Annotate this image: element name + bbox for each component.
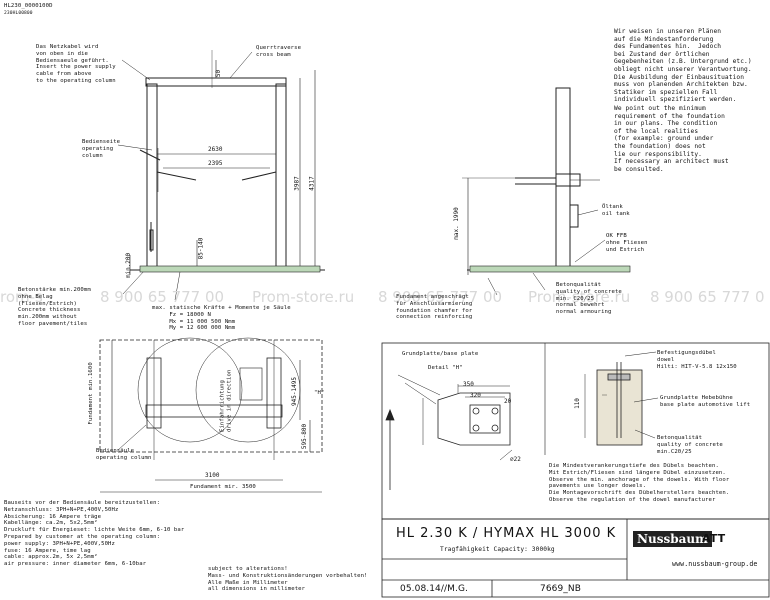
detail-h-title: Detail "H": [428, 365, 463, 371]
foundation-3500-label: Fundament mir. 3500: [190, 484, 256, 490]
dim-20: 20: [504, 398, 512, 405]
foundation-1600-label: Fundament min.1600: [87, 362, 94, 425]
watermark-site-2: Prom-store.ru: [528, 288, 631, 306]
crossbeam: [145, 77, 287, 87]
watermark-left: rom-s: [0, 288, 43, 306]
dim-350: 350: [463, 381, 474, 388]
foundation-chamfer-note: Fundament angeschrägt für Anschlussarmie…: [396, 294, 473, 321]
dowel-depth-notes: Die Mindestverankerungstiefe des Dübels …: [549, 463, 730, 503]
dim-3987: 3987: [293, 176, 301, 191]
crossbeam-note: Querrtraverse cross beam: [256, 45, 302, 58]
dim-22: ⌀22: [510, 456, 521, 463]
concrete-quality-note: Betonqualität quality of concrete min. C…: [556, 282, 622, 316]
dim-85-140: 85-140: [197, 237, 205, 260]
capacity-label: Tragfähigkeit Capacity: 3000kg: [440, 546, 555, 553]
install-requirements-en: Prepared by customer at the operating co…: [4, 534, 161, 568]
base-plate-lift-label: Grundplatte Hebebühne base plate automot…: [660, 395, 751, 408]
operating-column-plan-note: Bediensäule operating column: [96, 448, 152, 461]
watermark-phone-2: 8 900 65 777 00: [378, 288, 503, 306]
install-requirements-de: Bauseits vor der Bediensäule bereitzuste…: [4, 500, 185, 534]
att-logo: ATT: [702, 532, 726, 545]
power-cable-note: Das Netzkabel wird von oben in die Bedie…: [36, 44, 116, 84]
drawing-number: 7669_NB: [540, 584, 582, 594]
subject-to-alterations: subject to alterations! Mass- und Konstr…: [208, 566, 368, 593]
concrete-quality-detail: Betonqualität quality of concrete min.C2…: [657, 435, 723, 455]
operating-column-note: Bedienseite operating column: [82, 139, 121, 159]
watermark-phone-1: 8 900 65 777 00: [100, 288, 225, 306]
right-column: [275, 83, 287, 271]
dim-320: 320: [470, 392, 481, 399]
model-title: HL 2.30 K / HYMAX HL 3000 K: [396, 526, 617, 541]
anchor-dowel-label: Befestigungsdübel dowel Hilti: HIT-V-5.8…: [657, 350, 737, 370]
dim-2395: 2395: [208, 160, 223, 167]
foundation-note-de: Wir weisen in unseren Plänen auf die Min…: [614, 28, 752, 104]
watermark-phone-3: 8 900 65 777 0: [650, 288, 765, 306]
doc-number: HL230_0000100D: [4, 3, 53, 9]
dim-945-1495: 945-1495: [290, 377, 298, 406]
nussbaum-logo: Nussbaum: [633, 531, 712, 547]
website-url: www.nussbaum-group.de: [672, 560, 758, 568]
dim-110: 110: [573, 398, 581, 409]
oil-tank-note: Öltank oil tank: [602, 204, 630, 217]
foundation-note-en: We point out the minimum requirement of …: [614, 105, 729, 173]
concrete-thickness-note: Betonstärke min.200mm ohne Belag (Fliese…: [18, 287, 91, 327]
forces-note: max. statische Kräfte + Momente je Säule…: [152, 305, 291, 332]
doc-subnumber: 230HL00800: [4, 11, 33, 16]
dim-min200: min.200: [125, 252, 133, 279]
watermark-site-1: Prom-store.ru: [252, 288, 355, 306]
dim-max1990: max. 1990: [452, 207, 460, 240]
side-column: [555, 87, 571, 271]
dim-595-800: 595-800: [301, 423, 309, 450]
entry-drive-label: Einfahrrichtung drive in direction: [219, 369, 233, 433]
base-plate-title: Grundplatte/base plate: [402, 351, 479, 357]
okffb-note: OK FFB ohne Fliesen und Estrich: [606, 233, 648, 253]
dim-4317: 4317: [308, 176, 316, 191]
dim-3100: 3100: [205, 472, 220, 479]
dim-50: 50: [215, 69, 223, 78]
drawing-date: 05.08.14//M.G.: [400, 584, 469, 594]
dim-2630: 2630: [208, 146, 223, 153]
h-marker: "H": [314, 390, 325, 396]
left-column: [146, 83, 158, 271]
